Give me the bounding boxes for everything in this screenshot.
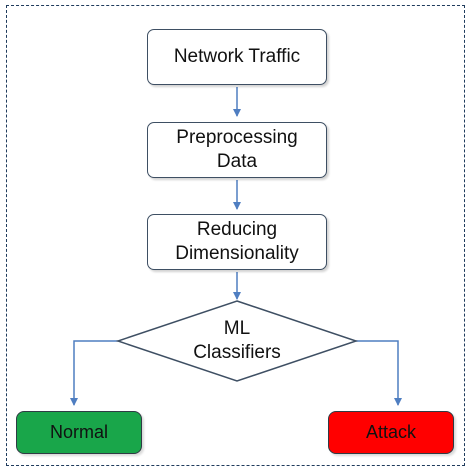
attack-box: Attack (328, 411, 454, 454)
reducing-dimensionality-label: Reducing Dimensionality (175, 219, 299, 264)
normal-box: Normal (16, 411, 142, 454)
reducing-dimensionality-box: Reducing Dimensionality (147, 214, 327, 270)
preprocessing-box: Preprocessing Data (147, 122, 327, 178)
diagram-frame (6, 5, 465, 466)
network-traffic-label: Network Traffic (173, 46, 301, 67)
arrow-classifiers-to-attack (356, 340, 402, 406)
normal-label: Normal (49, 422, 108, 442)
attack-label: Attack (365, 422, 417, 442)
network-traffic-box: Network Traffic (147, 29, 327, 85)
preprocessing-label: Preprocessing Data (176, 127, 298, 172)
classifiers-diamond (115, 300, 359, 382)
classifiers-label: ML Classifiers (193, 318, 281, 363)
arrow-classifiers-to-normal (70, 340, 118, 406)
classifiers-text: ML Classifiers (139, 309, 335, 373)
